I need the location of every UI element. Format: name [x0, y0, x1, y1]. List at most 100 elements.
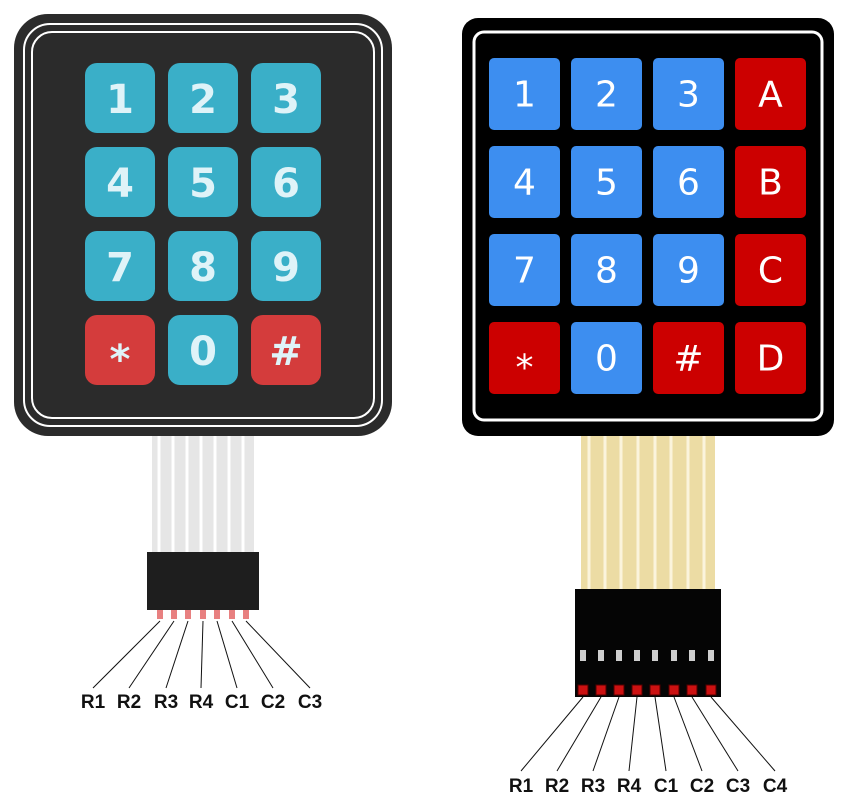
- key-B[interactable]: B: [735, 146, 806, 218]
- pin-c3: [243, 610, 249, 619]
- key-label: 8: [189, 245, 217, 291]
- key-4[interactable]: 4: [489, 146, 560, 218]
- pin-contact: [671, 650, 677, 661]
- pin-label-r2: R2: [545, 776, 569, 797]
- pin-label-r3: R3: [154, 692, 178, 713]
- key-*[interactable]: *: [85, 315, 155, 385]
- key-face: [251, 147, 321, 217]
- key-9[interactable]: 9: [653, 234, 724, 306]
- key-face: [168, 315, 238, 385]
- key-5[interactable]: 5: [571, 146, 642, 218]
- key-#[interactable]: #: [653, 322, 724, 394]
- key-2[interactable]: 2: [168, 63, 238, 133]
- pin-leader-line: [245, 620, 311, 689]
- key-A[interactable]: A: [735, 58, 806, 130]
- key-label: 3: [677, 75, 700, 116]
- pin-label-r4: R4: [189, 692, 214, 713]
- key-face: [168, 63, 238, 133]
- pin-contact: [708, 650, 714, 661]
- key-label: 9: [677, 251, 700, 292]
- key-label: C: [758, 251, 783, 292]
- pin-leader-line: [592, 696, 620, 772]
- key-face: [168, 147, 238, 217]
- keypad-border-outer: [23, 23, 383, 427]
- pin-leader-line: [654, 696, 667, 772]
- key-face: [251, 315, 321, 385]
- key-face: [571, 58, 642, 130]
- key-*[interactable]: *: [489, 322, 560, 394]
- key-label: 2: [189, 77, 217, 123]
- key-1[interactable]: 1: [489, 58, 560, 130]
- pin-leader-line: [128, 620, 175, 689]
- key-face: [251, 63, 321, 133]
- pin-contact: [634, 650, 640, 661]
- pin-leader-line: [520, 696, 584, 772]
- key-9[interactable]: 9: [251, 231, 321, 301]
- key-label: D: [757, 339, 785, 380]
- pin-label-c3: C3: [726, 776, 750, 797]
- key-face: [735, 234, 806, 306]
- pin-r4: [631, 684, 643, 696]
- pin-r2: [595, 684, 607, 696]
- key-label: 4: [106, 161, 134, 207]
- key-label: 0: [595, 339, 618, 380]
- key-6[interactable]: 6: [653, 146, 724, 218]
- key-D[interactable]: D: [735, 322, 806, 394]
- pin-leader-line: [628, 696, 638, 772]
- key-1[interactable]: 1: [85, 63, 155, 133]
- pin-label-c1: C1: [225, 692, 250, 713]
- key-label: 9: [272, 245, 300, 291]
- key-4[interactable]: 4: [85, 147, 155, 217]
- pin-label-r3: R3: [581, 776, 605, 797]
- ribbon-cable: [152, 436, 254, 556]
- key-label: 6: [272, 161, 300, 207]
- pin-label-r1: R1: [81, 692, 106, 713]
- pin-c2: [668, 684, 680, 696]
- keypad-border: [472, 30, 824, 422]
- key-label: 5: [189, 161, 217, 207]
- pin-label-c2: C2: [261, 692, 285, 713]
- key-2[interactable]: 2: [571, 58, 642, 130]
- key-face: [735, 322, 806, 394]
- pin-leader-line: [673, 696, 703, 772]
- key-8[interactable]: 8: [168, 231, 238, 301]
- key-face: [653, 58, 724, 130]
- key-6[interactable]: 6: [251, 147, 321, 217]
- pin-contact: [616, 650, 622, 661]
- pin-leader-line: [231, 620, 274, 689]
- key-label: 5: [595, 163, 618, 204]
- key-face: [85, 63, 155, 133]
- key-label: 4: [513, 163, 536, 204]
- pin-r4: [200, 610, 206, 619]
- key-face: [571, 146, 642, 218]
- key-0[interactable]: 0: [571, 322, 642, 394]
- pin-leader-line: [710, 696, 776, 772]
- key-3[interactable]: 3: [653, 58, 724, 130]
- key-5[interactable]: 5: [168, 147, 238, 217]
- key-label: 7: [106, 245, 134, 291]
- pin-r1: [577, 684, 589, 696]
- key-8[interactable]: 8: [571, 234, 642, 306]
- key-label: 1: [106, 77, 134, 123]
- pin-leader-line: [691, 696, 739, 772]
- key-label: *: [516, 348, 534, 389]
- pin-r2: [171, 610, 177, 619]
- pin-c4: [705, 684, 717, 696]
- key-0[interactable]: 0: [168, 315, 238, 385]
- pin-label-c4: C4: [763, 776, 788, 797]
- key-#[interactable]: #: [251, 315, 321, 385]
- pin-r1: [157, 610, 163, 619]
- key-face: [251, 231, 321, 301]
- keypad-border-inner: [31, 31, 375, 419]
- ribbon-cable: [581, 436, 715, 590]
- key-C[interactable]: C: [735, 234, 806, 306]
- pin-c1: [649, 684, 661, 696]
- key-face: [85, 231, 155, 301]
- key-7[interactable]: 7: [489, 234, 560, 306]
- key-face: [653, 234, 724, 306]
- pin-c1: [214, 610, 220, 619]
- key-3[interactable]: 3: [251, 63, 321, 133]
- key-face: [85, 315, 155, 385]
- key-7[interactable]: 7: [85, 231, 155, 301]
